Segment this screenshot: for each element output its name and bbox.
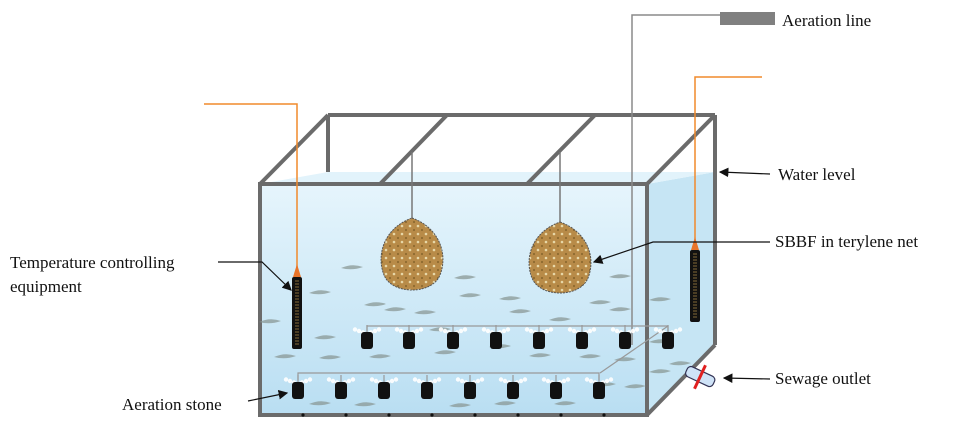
aeration-stone [524,325,554,349]
heater-left [292,277,302,349]
water-top [260,172,715,184]
shrimp-group [259,265,691,408]
water-level-arrow [718,167,771,178]
aeration-stone [584,375,614,399]
shrimp [369,354,391,359]
heater-wire-right [694,76,762,245]
shrimp [579,354,601,359]
aeration-line-label: Aeration line [782,11,872,30]
shrimp [494,401,516,406]
shrimp [364,302,386,307]
temperature-arrow [218,261,292,291]
aeration-stone [369,375,399,399]
shrimp [341,265,363,270]
aeration-stone-arrow [247,389,289,402]
aeration-stone [610,325,640,349]
aeration-stone [394,325,424,349]
heater-wire-left [204,103,298,270]
sbbf-net-bag-left [380,217,444,291]
temperature-label-line1: Temperature controlling [10,253,175,272]
shrimp [434,350,456,355]
aeration-stone [455,375,485,399]
aeration-stone [283,375,313,399]
aeration-stone [653,325,683,349]
shrimp [609,274,631,279]
aeration-line-pipe [631,14,720,345]
shrimp [454,275,476,280]
aeration-stone [438,325,468,349]
aeration-pump [720,12,775,25]
shrimp [314,335,336,340]
shrimp [414,310,436,315]
aeration-stone [352,325,382,349]
shrimp [649,369,671,374]
aeration-stone [498,375,528,399]
aeration-stone [567,325,597,349]
shrimp [274,354,296,359]
aeration-stones [283,325,683,399]
aeration-stone [412,375,442,399]
shrimp [259,319,281,324]
shrimp [319,355,341,360]
shrimp [614,357,636,362]
shrimp [624,384,646,389]
shrimp [649,297,671,302]
shrimp [549,317,571,322]
temperature-label-line2: equipment [10,277,82,296]
water-front [260,184,647,415]
shrimp [554,401,576,406]
shrimp [459,293,481,298]
heater-right [690,250,700,322]
shrimp [609,307,631,312]
sewage-outlet-arrow [722,373,771,383]
aeration-stone-label: Aeration stone [122,395,222,414]
shrimp [309,401,331,406]
shrimp [529,353,551,358]
sbbf-net-bag-right [528,221,592,294]
aeration-stone [481,325,511,349]
shrimp [309,290,331,295]
water-side [647,172,715,415]
sewage-outlet-label: Sewage outlet [775,369,871,388]
shrimp [354,402,376,407]
tank-frame [258,113,717,417]
shrimp [449,403,471,408]
shrimp [669,361,691,366]
sbbf-label: SBBF in terylene net [775,232,919,251]
aeration-stone [326,375,356,399]
sbbf-arrow [592,241,770,264]
water-level-label: Water level [778,165,856,184]
shrimp [589,300,611,305]
shrimp [499,296,521,301]
shrimp [384,307,406,312]
aeration-stone [541,375,571,399]
shrimp [509,309,531,314]
sewage-outlet-valve [685,364,716,390]
